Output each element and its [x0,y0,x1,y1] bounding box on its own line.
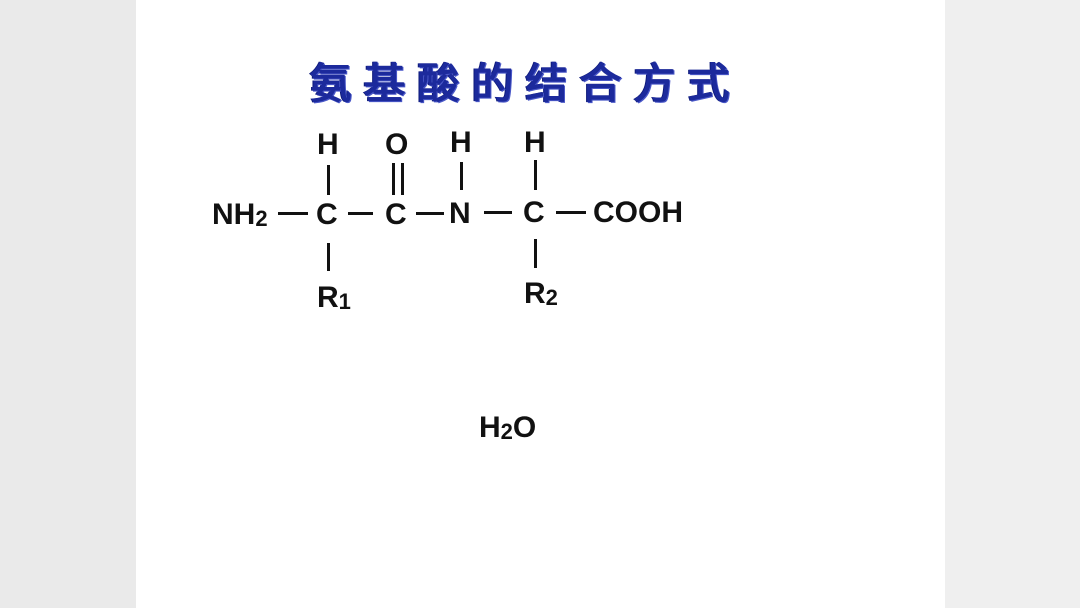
atom-h-amide: H [450,126,472,159]
bond-n-c1 [278,212,308,215]
atom-n-amide: N [449,197,471,230]
atom-c-alpha-1: C [316,198,338,231]
bond-n-c3 [484,211,512,214]
right-margin [945,0,1080,608]
side-chain-r1: R1 [317,281,351,315]
bond-c3-h3 [534,160,537,190]
side-chain-r2: R2 [524,277,558,311]
atom-h3: H [524,126,546,159]
bond-c1-c2 [348,212,373,215]
bond-c3-r2 [534,239,537,268]
atom-c-alpha-2: C [523,196,545,229]
slide-title: 氨基酸的结合方式 [309,59,742,108]
bond-c2-o-double-a [392,163,395,195]
bond-peptide [416,212,444,215]
atom-h1: H [317,128,339,161]
bond-c3-cooh [556,211,586,214]
bond-c1-r1 [327,243,330,271]
amino-group: NH2 [212,198,268,232]
atom-o-carbonyl: O [385,128,409,161]
bond-c2-o-double-b [401,163,404,195]
carboxyl-group: COOH [593,196,683,229]
atom-c-carbonyl: C [385,198,407,231]
left-margin [0,0,136,608]
bond-n-h [460,162,463,190]
bond-c1-h1 [327,165,330,195]
slide-canvas: 氨基酸的结合方式 [136,0,945,608]
water-molecule: H2O [479,411,537,445]
